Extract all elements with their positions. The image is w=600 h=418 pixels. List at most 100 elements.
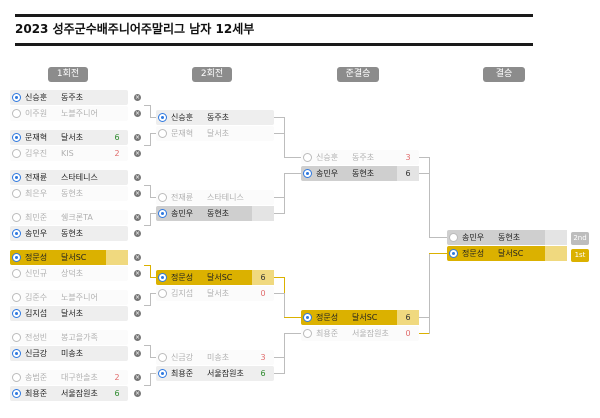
radio-icon[interactable] [449, 233, 458, 242]
bracket-line-h [144, 145, 150, 146]
close-icon[interactable]: × [134, 94, 141, 101]
close-icon[interactable]: × [134, 134, 141, 141]
radio-icon[interactable] [303, 313, 312, 322]
radio-icon[interactable] [12, 149, 21, 158]
radio-icon[interactable] [303, 329, 312, 338]
radio-icon[interactable] [158, 209, 167, 218]
radio-icon[interactable] [449, 249, 458, 258]
radio-icon[interactable] [12, 93, 21, 102]
radio-icon[interactable] [12, 309, 21, 318]
radio-icon[interactable] [303, 169, 312, 178]
radio-icon[interactable] [12, 133, 21, 142]
radio-icon[interactable] [12, 213, 21, 222]
score: 6 [397, 310, 419, 325]
radio-icon[interactable] [158, 113, 167, 122]
bracket-line-h [144, 305, 150, 306]
bracket-line-v [150, 213, 151, 226]
close-icon[interactable]: × [134, 390, 141, 397]
bracket-line-h [144, 185, 150, 186]
bracket-line-v [150, 265, 151, 278]
player-name: 정문성 [316, 313, 339, 322]
bracket-line-h [419, 173, 429, 174]
radio-icon[interactable] [12, 109, 21, 118]
radio-icon[interactable] [12, 253, 21, 262]
radio-icon[interactable] [12, 229, 21, 238]
radio-icon[interactable] [12, 269, 21, 278]
close-icon[interactable]: × [134, 150, 141, 157]
radio-icon[interactable] [12, 349, 21, 358]
radio-icon[interactable] [158, 193, 167, 202]
bracket-line-v [284, 133, 285, 158]
radio-icon[interactable] [158, 273, 167, 282]
close-icon[interactable]: × [134, 294, 141, 301]
radio-icon[interactable] [12, 333, 21, 342]
player-name: 신민규 [25, 269, 48, 278]
close-icon[interactable]: × [134, 270, 141, 277]
close-icon[interactable]: × [134, 350, 141, 357]
radio-icon[interactable] [158, 353, 167, 362]
close-icon[interactable]: × [134, 254, 141, 261]
team-name: 동주초 [61, 93, 84, 102]
player-name: 송민우 [462, 233, 485, 242]
bracket-line-v [150, 345, 151, 358]
radio-icon[interactable] [303, 153, 312, 162]
team-name: 달서초 [207, 289, 230, 298]
score: 6 [397, 166, 419, 181]
bracket-line-h [150, 277, 156, 278]
radio-icon[interactable] [12, 173, 21, 182]
radio-icon[interactable] [12, 293, 21, 302]
team-name: 노블주니어 [61, 109, 98, 118]
team-name: 서울잠원초 [352, 329, 389, 338]
close-icon[interactable]: × [134, 214, 141, 221]
bracket-line-v [150, 293, 151, 306]
close-icon[interactable]: × [134, 174, 141, 181]
team-name: 동현초 [207, 209, 230, 218]
close-icon[interactable]: × [134, 190, 141, 197]
round-label-final: 결승 [483, 67, 525, 82]
close-icon[interactable]: × [134, 334, 141, 341]
radio-icon[interactable] [158, 129, 167, 138]
placement-2nd-badge: 2nd [571, 232, 589, 245]
radio-icon[interactable] [12, 373, 21, 382]
radio-icon[interactable] [12, 189, 21, 198]
close-icon[interactable]: × [134, 374, 141, 381]
close-icon[interactable]: × [134, 110, 141, 117]
close-icon[interactable]: × [134, 230, 141, 237]
close-icon[interactable]: × [134, 310, 141, 317]
radio-icon[interactable] [12, 389, 21, 398]
radio-icon[interactable] [158, 289, 167, 298]
radio-icon[interactable] [158, 369, 167, 378]
player-name: 전재륜 [25, 173, 48, 182]
team-name: 쉥크론TA [61, 213, 93, 222]
